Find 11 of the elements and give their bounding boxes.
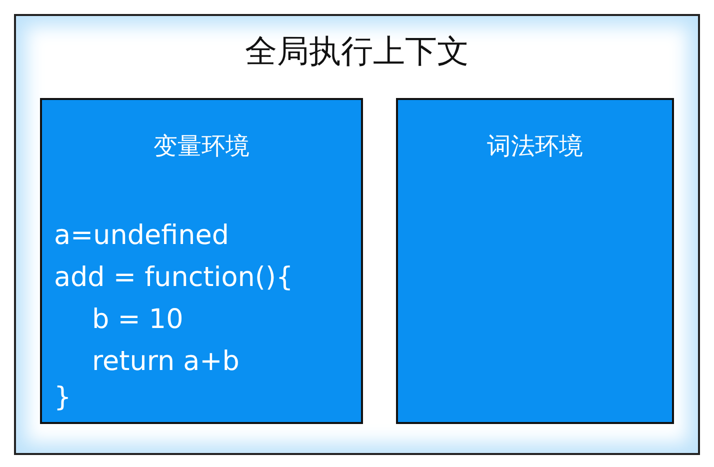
- title-text: 全局执行上下文: [245, 31, 469, 72]
- heading-text: 变量环境: [154, 131, 250, 162]
- environment-box: [40, 98, 363, 424]
- environment-box: [396, 98, 674, 424]
- code-line: return a+b: [92, 346, 240, 377]
- code-line: b = 10: [92, 304, 184, 335]
- code-line: add = function(){: [54, 262, 294, 293]
- code-line: }: [54, 382, 72, 413]
- code-line: a=undefined: [54, 220, 230, 251]
- heading-text: 词法环境: [487, 131, 583, 162]
- context-box: [14, 14, 700, 455]
